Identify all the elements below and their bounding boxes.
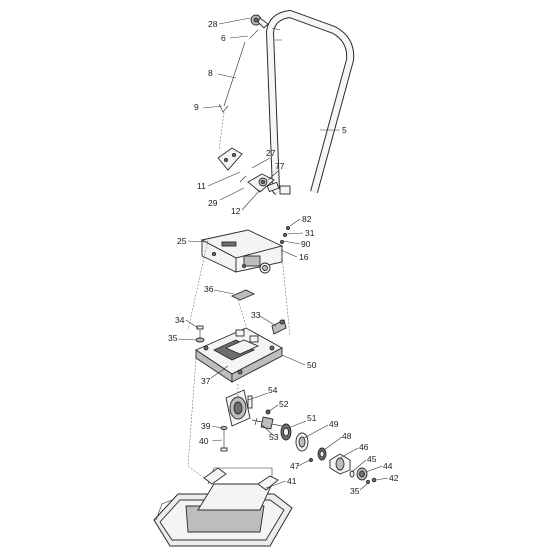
part-33 (271, 319, 287, 335)
callout-9: 9 (194, 102, 199, 112)
bearing-51-part (280, 423, 292, 441)
callout-27: 27 (266, 148, 276, 158)
bolt-40-part (220, 426, 228, 452)
callout-45: 45 (367, 454, 377, 464)
callout-48: 48 (342, 431, 352, 441)
callout-16: 16 (299, 252, 309, 262)
callout-6: 6 (221, 33, 226, 43)
part-45 (349, 470, 355, 478)
callout-37: 37 (201, 376, 211, 386)
callout-5: 5 (342, 125, 347, 135)
callout-labels: 28 6 8 9 5 27 77 11 29 12 82 31 90 16 25… (168, 19, 399, 496)
callout-54: 54 (268, 385, 278, 395)
part-44 (356, 467, 368, 481)
callout-35-lower: 35 (350, 486, 360, 496)
pulley-49-part (295, 432, 309, 452)
engine-top-cover-part (200, 229, 284, 274)
exciter-housing-part (225, 389, 253, 427)
callout-44: 44 (383, 461, 393, 471)
callout-35-upper: 35 (168, 333, 178, 343)
callout-8: 8 (208, 68, 213, 78)
part-35b (366, 480, 370, 484)
callout-41: 41 (287, 476, 297, 486)
leader-lines (177, 17, 389, 491)
callout-31: 31 (305, 228, 315, 238)
callout-29: 29 (208, 198, 218, 208)
callout-36: 36 (204, 284, 214, 294)
part-48 (317, 447, 327, 461)
bolt-34-part (195, 325, 205, 343)
clutch-46-part (329, 453, 351, 475)
callout-90: 90 (301, 239, 311, 249)
callout-52: 52 (279, 399, 289, 409)
callout-40: 40 (199, 436, 209, 446)
callout-34: 34 (175, 315, 185, 325)
callout-53: 53 (269, 432, 279, 442)
callout-47: 47 (290, 461, 300, 471)
callout-77: 77 (275, 161, 285, 171)
base-plate-part (153, 467, 293, 547)
callout-39: 39 (201, 421, 211, 431)
handle-part (266, 10, 355, 195)
callout-42: 42 (389, 473, 399, 483)
part-42 (371, 477, 377, 483)
callout-50: 50 (307, 360, 317, 370)
callout-12: 12 (231, 206, 241, 216)
callout-33: 33 (251, 310, 261, 320)
callout-46: 46 (359, 442, 369, 452)
handle-mount-part (239, 173, 280, 193)
callout-82: 82 (302, 214, 312, 224)
throttle-lever-part (249, 14, 269, 39)
lever-bracket-part (217, 147, 243, 171)
assembly-guide-lines (187, 239, 291, 479)
engine-base-part (195, 327, 283, 383)
exciter-shaft-part (251, 416, 283, 430)
callout-11: 11 (197, 181, 206, 191)
callout-25: 25 (177, 236, 187, 246)
callout-51: 51 (307, 413, 317, 423)
cable-part (218, 41, 246, 151)
pad-part (230, 289, 256, 301)
callout-49: 49 (329, 419, 339, 429)
callout-28: 28 (208, 19, 218, 29)
